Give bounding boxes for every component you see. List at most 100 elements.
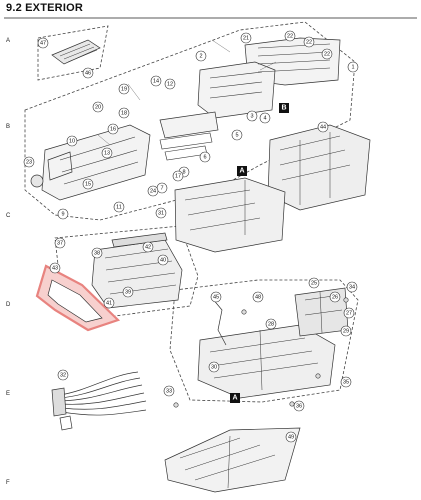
bottom-plate-part xyxy=(164,427,301,493)
rear-board-detail xyxy=(257,43,331,73)
marker-a-2: A xyxy=(232,395,237,402)
marker-a-1: A xyxy=(239,168,244,175)
ruler-mark-b: B xyxy=(6,124,11,130)
trim-frame-inner xyxy=(47,279,103,323)
callout-label-p11: 11 xyxy=(116,204,122,210)
callout-circle-p17 xyxy=(172,170,184,182)
callout-circle-p44 xyxy=(317,121,329,133)
callout-label-p12: 12 xyxy=(167,81,173,87)
callout-label-p3: 3 xyxy=(250,113,253,119)
display-detail xyxy=(209,71,263,99)
callout-label-p8: 8 xyxy=(182,169,185,175)
callout-circle-p29 xyxy=(340,325,352,337)
callout-circle-p45 xyxy=(210,291,222,303)
front-panel-detail xyxy=(104,248,177,295)
callout-label-p22c: 22 xyxy=(324,51,330,57)
volume-knob xyxy=(30,174,44,188)
marker-a-box-2 xyxy=(230,393,240,403)
callout-circle-p34 xyxy=(346,281,358,293)
callout-label-p44: 44 xyxy=(320,124,326,130)
callout-circle-p43 xyxy=(49,262,61,274)
callout-label-p13: 13 xyxy=(104,150,110,156)
marker-b-box xyxy=(279,103,289,113)
ruler-mark-d: D xyxy=(6,302,11,308)
callout-label-p43: 43 xyxy=(52,265,58,271)
callout-circle-p46 xyxy=(82,67,94,79)
bottom-plate-detail xyxy=(179,435,276,489)
wiring-harness-part xyxy=(59,371,147,416)
callout-circle-p6 xyxy=(199,151,211,163)
ruler-mark-f: F xyxy=(6,480,10,486)
callout-circle-p19 xyxy=(118,83,130,95)
callout-circle-p10 xyxy=(66,135,78,147)
remote-outline xyxy=(37,25,109,81)
callout-circle-p21 xyxy=(240,32,252,44)
callout-circle-p48 xyxy=(252,291,264,303)
callout-circle-p40 xyxy=(157,254,169,266)
screw-35 xyxy=(315,373,321,379)
callout-circle-p41 xyxy=(103,297,115,309)
flex-cable-part xyxy=(211,297,227,346)
callout-label-p37: 37 xyxy=(57,240,63,246)
display-unit-part xyxy=(197,61,276,119)
callout-circle-p5 xyxy=(231,129,243,141)
callout-label-p28: 28 xyxy=(268,321,274,327)
callout-label-p32: 32 xyxy=(60,372,66,378)
callout-label-p42: 42 xyxy=(145,244,151,250)
lcd-strip-part xyxy=(111,232,168,248)
callout-label-p29: 29 xyxy=(343,328,349,334)
callout-label-p39: 39 xyxy=(125,289,131,295)
callout-circle-p22a xyxy=(284,30,296,42)
callout-circle-p12 xyxy=(164,78,176,90)
callout-label-p19: 19 xyxy=(121,86,127,92)
callout-circle-p31 xyxy=(155,207,167,219)
face-plate-detail xyxy=(59,136,139,185)
callout-label-p21: 21 xyxy=(243,35,249,41)
callout-label-p41: 41 xyxy=(106,300,112,306)
callout-label-p15: 15 xyxy=(85,181,91,187)
callout-circle-p30 xyxy=(208,361,220,373)
marker-a-box-1 xyxy=(237,166,247,176)
callout-circle-p36 xyxy=(293,400,305,412)
main-chassis-part xyxy=(174,177,286,253)
callout-circle-p14 xyxy=(150,75,162,87)
remote-control-part xyxy=(51,39,101,65)
harness-connector xyxy=(51,387,67,417)
section-title: 9.2 EXTERIOR xyxy=(6,2,83,14)
main-pcb-part xyxy=(197,324,336,399)
callout-circle-p20 xyxy=(92,101,104,113)
ruler-mark-c: C xyxy=(6,213,11,219)
callout-circle-p25 xyxy=(308,277,320,289)
callout-circle-p42 xyxy=(142,241,154,253)
callout-label-p6: 6 xyxy=(203,154,206,160)
callout-label-p4: 4 xyxy=(263,115,266,121)
callout-circle-p16 xyxy=(107,123,119,135)
ruler-mark-a: A xyxy=(6,38,11,44)
ruler-mark-e: E xyxy=(6,391,11,397)
callout-label-p24: 24 xyxy=(150,188,156,194)
callout-label-p31: 31 xyxy=(158,210,164,216)
callout-circle-p28 xyxy=(265,318,277,330)
callout-circle-p13 xyxy=(101,147,113,159)
callout-label-p7: 7 xyxy=(160,185,163,191)
callout-circle-p39 xyxy=(122,286,134,298)
callout-label-p9: 9 xyxy=(61,211,64,217)
callout-label-p46: 46 xyxy=(85,70,91,76)
callout-label-p16: 16 xyxy=(110,126,116,132)
callout-circle-p1 xyxy=(347,61,359,73)
callout-label-p30: 30 xyxy=(211,364,217,370)
callout-circle-p9 xyxy=(57,208,69,220)
screw-39 xyxy=(241,309,247,315)
callout-circle-p23 xyxy=(23,156,35,168)
screw-33 xyxy=(173,402,179,408)
callout-label-p38: 38 xyxy=(94,250,100,256)
callout-circle-p3 xyxy=(246,110,258,122)
callout-label-p26: 26 xyxy=(332,294,338,300)
callout-circle-p4 xyxy=(259,112,271,124)
main-chassis-detail xyxy=(184,180,261,235)
callout-label-p45: 45 xyxy=(213,294,219,300)
callout-circle-p33 xyxy=(163,385,175,397)
